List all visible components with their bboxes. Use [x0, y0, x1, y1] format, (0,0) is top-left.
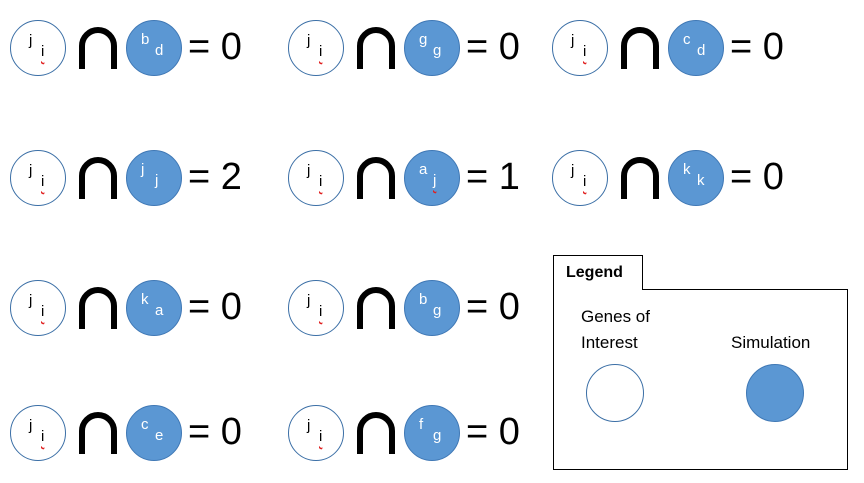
- genes-of-interest-circle: j i: [288, 20, 344, 76]
- circle-sub-label: i: [319, 173, 323, 190]
- legend-genes-of-interest-circle: [586, 364, 644, 422]
- circle-top-label: j: [307, 292, 311, 309]
- circle-top-label: c: [141, 416, 149, 433]
- intersection-icon: [357, 287, 395, 329]
- legend-box: Genes of Interest Simulation: [553, 289, 848, 470]
- equation-result: = 0: [466, 411, 520, 453]
- intersection-icon: [357, 157, 395, 199]
- circle-top-label: c: [683, 31, 691, 48]
- genes-of-interest-circle: j i: [288, 405, 344, 461]
- legend-simulation-label: Simulation: [731, 333, 811, 352]
- genes-of-interest-circle: j i: [288, 150, 344, 206]
- simulation-circle: b g: [404, 280, 460, 336]
- circle-sub-label: g: [433, 427, 442, 444]
- circle-top-label: k: [141, 291, 149, 308]
- legend-genes-label-line2: Interest: [581, 333, 638, 352]
- intersection-icon: [79, 287, 117, 329]
- genes-of-interest-circle: j i: [552, 150, 608, 206]
- circle-sub-label: i: [319, 428, 323, 445]
- equation-8: j i b g = 0: [288, 280, 558, 344]
- genes-of-interest-circle: j i: [10, 280, 66, 336]
- circle-top-label: b: [141, 31, 150, 48]
- circle-top-label: j: [307, 417, 311, 434]
- circle-top-label: g: [419, 31, 428, 48]
- equation-result: = 0: [188, 286, 242, 328]
- legend-title: Legend: [566, 264, 623, 281]
- legend-tab: Legend: [553, 255, 643, 290]
- intersection-icon: [621, 157, 659, 199]
- genes-of-interest-circle: j i: [288, 280, 344, 336]
- circle-top-label: j: [29, 32, 33, 49]
- circle-top-label: j: [29, 162, 33, 179]
- equation-result: = 0: [188, 26, 242, 68]
- circle-top-label: j: [29, 417, 33, 434]
- circle-sub-label: a: [155, 302, 164, 319]
- equation-5: j i a j = 1: [288, 150, 558, 214]
- circle-sub-label: i: [41, 428, 45, 445]
- circle-sub-label: g: [433, 42, 442, 59]
- equation-3: j i c d = 0: [552, 20, 822, 84]
- intersection-icon: [357, 412, 395, 454]
- equation-result: = 0: [188, 411, 242, 453]
- simulation-circle: c d: [668, 20, 724, 76]
- simulation-circle: a j: [404, 150, 460, 206]
- equation-10: j i f g = 0: [288, 405, 558, 469]
- equation-result: = 0: [730, 156, 784, 198]
- circle-top-label: j: [307, 32, 311, 49]
- simulation-circle: g g: [404, 20, 460, 76]
- simulation-circle: k a: [126, 280, 182, 336]
- circle-sub-label: e: [155, 427, 164, 444]
- genes-of-interest-circle: j i: [10, 405, 66, 461]
- legend-simulation-circle: [746, 364, 804, 422]
- circle-sub-label: g: [433, 302, 442, 319]
- circle-sub-label: j: [155, 172, 159, 189]
- genes-of-interest-circle: j i: [552, 20, 608, 76]
- circle-top-label: j: [571, 162, 575, 179]
- circle-sub-label: d: [155, 42, 164, 59]
- circle-sub-label: i: [319, 303, 323, 320]
- equation-result: = 0: [466, 286, 520, 328]
- circle-top-label: j: [29, 292, 33, 309]
- genes-of-interest-circle: j i: [10, 150, 66, 206]
- equation-result: = 0: [730, 26, 784, 68]
- equation-2: j i g g = 0: [288, 20, 558, 84]
- circle-sub-label: i: [583, 173, 587, 190]
- circle-top-label: j: [307, 162, 311, 179]
- simulation-circle: b d: [126, 20, 182, 76]
- equation-result: = 1: [466, 156, 520, 198]
- circle-top-label: k: [683, 161, 691, 178]
- legend-genes-label-line1: Genes of: [581, 307, 650, 326]
- circle-sub-label: j: [433, 172, 437, 189]
- circle-sub-label: i: [319, 43, 323, 60]
- circle-top-label: j: [571, 32, 575, 49]
- circle-top-label: a: [419, 161, 428, 178]
- intersection-icon: [79, 27, 117, 69]
- equation-9: j i c e = 0: [10, 405, 280, 469]
- genes-of-interest-circle: j i: [10, 20, 66, 76]
- circle-top-label: f: [419, 416, 424, 433]
- circle-sub-label: d: [697, 42, 706, 59]
- intersection-icon: [357, 27, 395, 69]
- equation-7: j i k a = 0: [10, 280, 280, 344]
- intersection-icon: [79, 157, 117, 199]
- equation-4: j i j j = 2: [10, 150, 280, 214]
- circle-top-label: b: [419, 291, 428, 308]
- equation-1: j i b d = 0: [10, 20, 280, 84]
- simulation-circle: j j: [126, 150, 182, 206]
- circle-top-label: j: [141, 161, 145, 178]
- circle-sub-label: i: [41, 43, 45, 60]
- circle-sub-label: i: [41, 173, 45, 190]
- equation-result: = 2: [188, 156, 242, 198]
- circle-sub-label: i: [41, 303, 45, 320]
- intersection-icon: [621, 27, 659, 69]
- simulation-circle: f g: [404, 405, 460, 461]
- intersection-icon: [79, 412, 117, 454]
- equation-6: j i k k = 0: [552, 150, 822, 214]
- circle-sub-label: k: [697, 172, 705, 189]
- equation-result: = 0: [466, 26, 520, 68]
- circle-sub-label: i: [583, 43, 587, 60]
- simulation-circle: c e: [126, 405, 182, 461]
- simulation-circle: k k: [668, 150, 724, 206]
